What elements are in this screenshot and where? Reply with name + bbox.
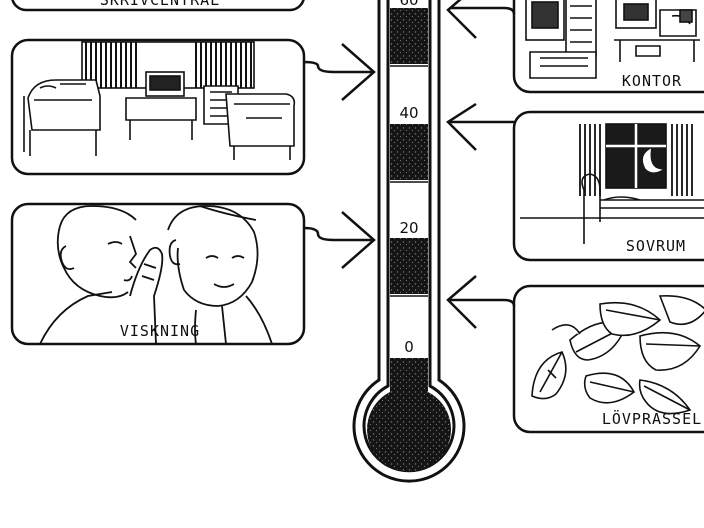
panel-top-left: SKRIVCENTRAL — [11, 0, 305, 12]
leaves-illustration — [531, 294, 704, 415]
tick-0: 0 — [404, 338, 414, 356]
bedroom-illustration — [520, 123, 704, 244]
tick-40: 40 — [399, 104, 418, 122]
arrow-left-icon — [446, 102, 477, 151]
panel-left-middle — [10, 38, 306, 176]
panel-label-kontor: KONTOR — [622, 72, 682, 90]
right-connectors — [446, 0, 516, 329]
office-illustration — [525, 0, 700, 79]
panel-label-viskning: VISKNING — [120, 322, 200, 340]
arrow-left-icon — [446, 275, 477, 329]
panel-label-skrivcentral: SKRIVCENTRAL — [100, 0, 220, 9]
tick-60: 60 — [399, 0, 418, 9]
panel-right-middle: SOVRUM — [512, 110, 704, 262]
whispering-people-illustration — [39, 205, 273, 344]
panel-label-sovrum: SOVRUM — [626, 237, 686, 255]
living-room-illustration — [23, 41, 296, 160]
arrow-right-icon — [341, 211, 376, 269]
arrow-right-icon — [341, 43, 376, 101]
arrow-left-icon — [446, 0, 477, 39]
tick-20: 20 — [399, 219, 418, 237]
panel-right-top: KONTOR — [512, 0, 704, 94]
panel-right-bottom: LÖVPRASSEL — [512, 284, 704, 434]
panel-left-bottom: VISKNING — [10, 202, 306, 346]
panel-label-lovprassel: LÖVPRASSEL — [602, 409, 702, 428]
left-connectors — [303, 43, 376, 269]
thermometer-scale-bands — [367, 8, 451, 472]
